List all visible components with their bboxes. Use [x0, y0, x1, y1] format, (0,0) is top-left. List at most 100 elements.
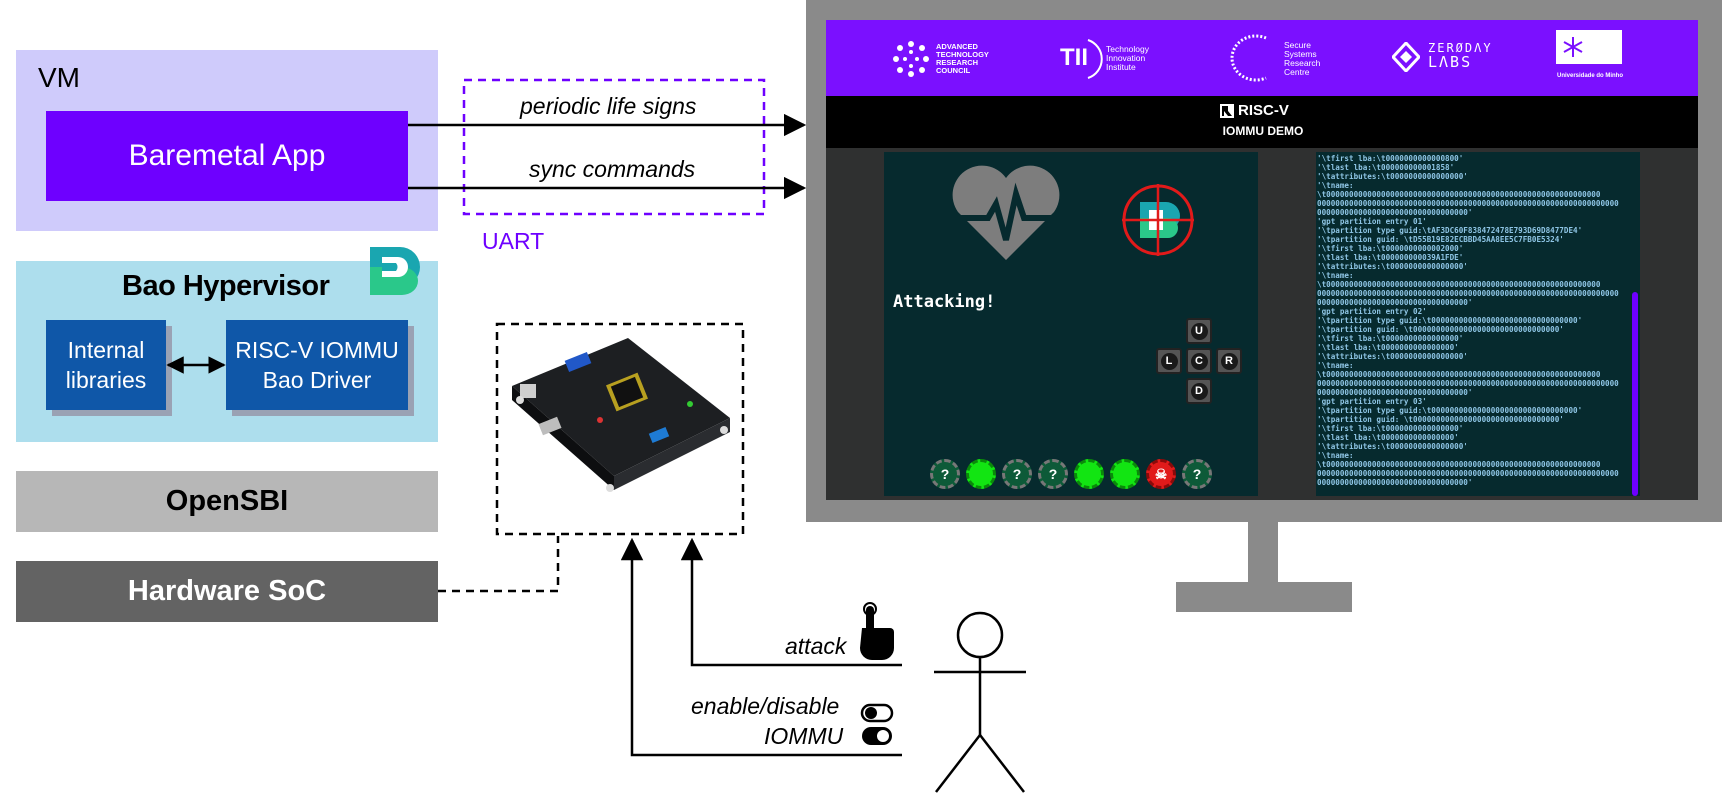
terminal-scrollbar[interactable]: [1632, 292, 1638, 496]
terminal-line: '\tlast lba:\t0000000000000000': [1317, 343, 1459, 352]
skull-icon: ☠: [1146, 459, 1176, 489]
stick-figure-icon: [934, 611, 1026, 793]
uminho-text: Universidade do Minho: [1556, 73, 1623, 79]
iommu-label: IOMMU: [764, 723, 844, 749]
demo-title: IOMMU DEMO: [1222, 124, 1304, 138]
terminal-line: '\tpartition guid: \t0000000000000000000…: [1317, 415, 1564, 424]
terminal-line: 0000000000000000000000000000000000000000…: [1317, 379, 1619, 388]
riscv-label: RISC-V: [1238, 102, 1289, 119]
terminal-line: 0000000000000000000000000000000000000000…: [1317, 289, 1619, 298]
tii-text-1: Technology: [1106, 44, 1150, 54]
iommu-toggle-arrow: [620, 537, 902, 757]
terminal-line: 'gpt partition entry 02': [1317, 307, 1427, 316]
tii-text-3: Institute: [1106, 62, 1136, 72]
terminal-line: '\tlast lba:\t0000000000000000': [1317, 433, 1459, 442]
life-signs-label: periodic life signs: [520, 93, 697, 119]
pointing-hand-icon: [860, 602, 894, 660]
terminal-line: '\tattributes:\t0000000000000000': [1317, 262, 1468, 271]
status-dot: [1074, 459, 1104, 489]
dpad-right-button[interactable]: R: [1216, 348, 1242, 374]
uminho-logo: [1556, 30, 1622, 64]
uart-region: [462, 78, 766, 216]
terminal-lines: '\tfirst lba:\t0000000000000800''\tlast …: [1316, 152, 1640, 487]
sync-commands-label: sync commands: [529, 156, 696, 182]
ssrc-text-4: Centre: [1284, 67, 1310, 77]
terminal-line: '\tattributes:\t0000000000000000': [1317, 172, 1468, 181]
status-dot: ?: [1002, 459, 1032, 489]
terminal-line: '\tpartition type guid:\t000000000000000…: [1317, 406, 1583, 415]
sponsor-banner: [826, 20, 1698, 96]
hypervisor-label: Bao Hypervisor: [122, 270, 330, 302]
ssrc-text-1: Secure: [1284, 40, 1311, 50]
terminal-line: '\tpartition guid: \t0000000000000000000…: [1317, 325, 1564, 334]
dpad-up-label: U: [1190, 322, 1208, 340]
status-dot: ?: [1182, 459, 1212, 489]
iommu-driver-box: RISC-V IOMMU Bao Driver: [226, 320, 408, 410]
terminal-line: 0000000000000000000000000000000000000000…: [1317, 199, 1619, 208]
status-dot: ?: [1038, 459, 1068, 489]
terminal-line: \t00000000000000000000000000000000000000…: [1317, 460, 1601, 469]
terminal-line: \t00000000000000000000000000000000000000…: [1317, 370, 1601, 379]
toggle-off-icon: [860, 703, 894, 723]
uart-label: UART: [482, 228, 545, 254]
opensbi-box: OpenSBI: [16, 471, 438, 532]
internal-libraries-line-1: Internal: [67, 337, 145, 363]
iommu-driver-line-2: Bao Driver: [262, 367, 372, 393]
arc-text-2: TECHNOLOGY: [936, 50, 989, 59]
hardware-soc-box: Hardware SoC: [16, 561, 438, 622]
terminal-line: '\tattributes:\t0000000000000000': [1317, 352, 1468, 361]
terminal-line: 'gpt partition entry 03': [1317, 397, 1427, 406]
demo-title-bar: [826, 96, 1698, 148]
uminho-star-icon: [1563, 37, 1583, 57]
dpad-left-button[interactable]: L: [1156, 348, 1182, 374]
tii-text-2: Innovation: [1106, 53, 1146, 63]
internal-libraries-line-2: libraries: [65, 367, 147, 393]
monitor-neck: [1248, 522, 1278, 582]
tii-logo: TII: [1060, 44, 1088, 71]
riscv-mark-icon: [1220, 103, 1234, 118]
vm-label: VM: [38, 62, 80, 93]
dpad-up-button[interactable]: U: [1186, 318, 1212, 344]
terminal-panel: '\tfirst lba:\t0000000000000800''\tlast …: [1316, 152, 1640, 496]
terminal-line: 0000000000000000000000000000000000000000…: [1317, 469, 1619, 478]
terminal-line: '\tattributes:\t0000000000000000': [1317, 442, 1468, 451]
bao-logo-icon: [370, 247, 420, 295]
dpad-center-button[interactable]: C: [1186, 348, 1212, 374]
arc-text-1: ADVANCED: [936, 42, 978, 51]
arc-logo-icon: [893, 41, 929, 77]
terminal-line: 000000000000000000000000000000000': [1317, 208, 1473, 217]
terminal-line: '\tlast lba:\t000000000001858': [1317, 163, 1455, 172]
riscv-logo: RISC-V: [1220, 102, 1289, 119]
dpad-left-label: L: [1160, 352, 1178, 370]
terminal-line: 000000000000000000000000000000000': [1317, 298, 1473, 307]
attacking-text: Attacking!: [893, 292, 996, 312]
status-dot: [966, 459, 996, 489]
terminal-line: '\tpartition type guid:\t000000000000000…: [1317, 316, 1583, 325]
iommu-driver-line-1: RISC-V IOMMU: [235, 337, 399, 363]
terminal-line: '\tlast lba:\t000000000039A1FDE': [1317, 253, 1464, 262]
terminal-line: \t00000000000000000000000000000000000000…: [1317, 190, 1601, 199]
terminal-line: '\tfirst lba:\t0000000000000000': [1317, 424, 1464, 433]
terminal-line: '\tname:: [1317, 361, 1354, 370]
status-dot: [1110, 459, 1140, 489]
fpga-board-icon: [512, 338, 730, 492]
terminal-line: 'gpt partition entry 01': [1317, 217, 1427, 226]
enable-disable-label: enable/disable: [691, 693, 840, 719]
attack-arrow: [680, 537, 902, 667]
ssrc-logo-icon: [1230, 34, 1267, 82]
baremetal-app-box: Baremetal App: [46, 111, 408, 201]
tii-text: Technology Innovation Institute: [1106, 45, 1149, 72]
heart-pulse-icon: [952, 165, 1060, 260]
terminal-line: 000000000000000000000000000000000': [1317, 478, 1473, 487]
zeroday-logo-icon: [1392, 42, 1420, 72]
dpad-down-label: D: [1190, 382, 1208, 400]
arc-text: ADVANCED TECHNOLOGY RESEARCH COUNCIL: [936, 43, 989, 75]
terminal-line: '\tpartition guid: \tD55B19E82ECBBD45AA8…: [1317, 235, 1564, 244]
toggle-on-icon: [862, 727, 892, 745]
attack-label: attack: [785, 633, 847, 659]
internal-libraries-box: Internal libraries: [46, 320, 166, 410]
dpad-down-button[interactable]: D: [1186, 378, 1212, 404]
target-crosshair-icon: [1122, 184, 1194, 256]
tii-arc-icon: [1087, 39, 1103, 79]
